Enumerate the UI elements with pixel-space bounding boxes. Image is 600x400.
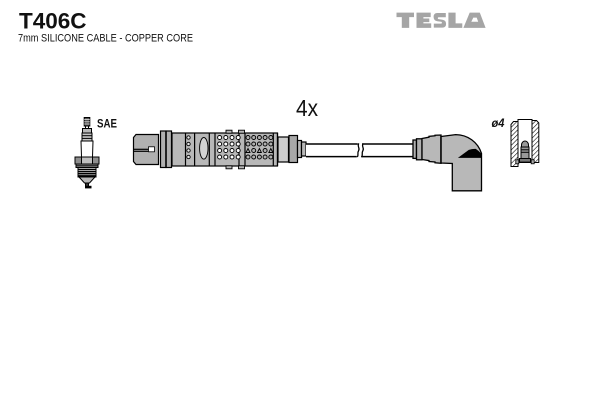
svg-text:4x: 4x bbox=[296, 95, 318, 121]
svg-text:ø4: ø4 bbox=[492, 116, 505, 130]
svg-text:7mm SILICONE CABLE - COPPER CO: 7mm SILICONE CABLE - COPPER CORE bbox=[18, 33, 193, 45]
svg-text:T406C: T406C bbox=[19, 9, 87, 34]
svg-text:SAE: SAE bbox=[97, 117, 117, 131]
